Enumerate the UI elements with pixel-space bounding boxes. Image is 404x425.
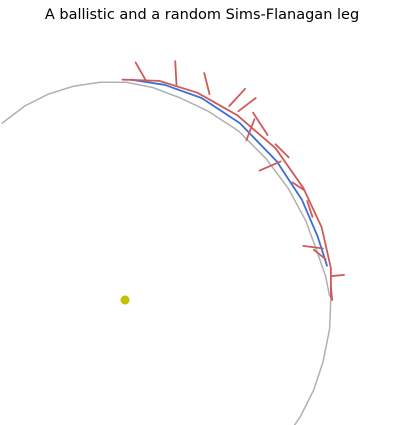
thrust-vector-15: [329, 285, 334, 301]
chart-title: A ballistic and a random Sims-Flanagan l…: [44, 7, 360, 23]
thrust-vector-14: [329, 273, 346, 278]
sun-marker: [120, 295, 130, 305]
thrust-vector-1: [134, 61, 148, 82]
leg-group: [121, 78, 332, 299]
thrust-vector-2: [174, 60, 178, 86]
thrust-vector-10: [291, 181, 306, 192]
target-orbit-line: [1, 81, 331, 297]
initial-orbit-line: [293, 296, 332, 425]
thrust-vector-5: [237, 97, 257, 113]
random-leg-line: [121, 78, 332, 299]
thrust-vector-group: [134, 60, 346, 301]
orbit-group: [1, 81, 332, 425]
thrust-vector-3: [203, 72, 211, 95]
thrust-vector-7: [252, 111, 269, 136]
thrust-vector-4: [228, 87, 247, 107]
thrust-vector-11: [306, 200, 314, 218]
thrust-vector-13: [312, 248, 327, 261]
thrust-vector-6: [245, 118, 256, 142]
body-group: [120, 295, 130, 305]
thrust-vector-12: [302, 244, 324, 250]
ballistic-leg-line: [129, 78, 328, 267]
thrust-vector-8: [274, 143, 290, 159]
thrust-vector-9: [258, 160, 282, 172]
